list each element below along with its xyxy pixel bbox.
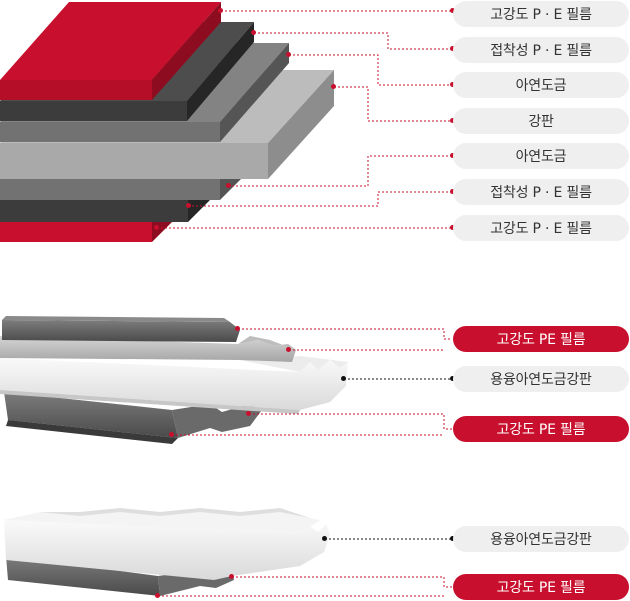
corrugated-sheet-single [4, 508, 330, 596]
leader-4 [334, 86, 452, 122]
layer-stack [0, 2, 334, 242]
anchor-dot [322, 536, 327, 541]
anchor-dot [226, 183, 231, 188]
anchor-dot [186, 203, 191, 208]
anchor-dot [450, 118, 455, 123]
corrugated-sheet-double [0, 316, 348, 444]
label-steel-plate: 강판 [453, 108, 629, 134]
label-hot-dip-galvanized-steel: 용융아연도금강판 [453, 366, 629, 392]
label-high-strength-pe-film-top: 고강도 P · E 필름 [453, 1, 629, 27]
anchor-dot [251, 30, 256, 35]
leader-5 [229, 155, 452, 187]
anchor-dot [169, 432, 174, 437]
anchor-dot [235, 326, 240, 331]
anchor-dot [154, 225, 159, 230]
anchor-dot [450, 82, 455, 87]
anchor-dot [286, 347, 291, 352]
anchor-dot [246, 411, 251, 416]
anchor-dot [341, 376, 346, 381]
anchor-dot [286, 52, 291, 57]
label-high-strength-pe-film-upper: 고강도 PE 필름 [453, 326, 629, 352]
anchor-dot [450, 46, 455, 51]
anchor-dot [229, 574, 234, 579]
leader-lines [157, 10, 452, 597]
leader-14 [232, 576, 452, 588]
label-adhesive-pe-film-top: 접착성 P · E 필름 [453, 37, 629, 63]
layer-top-pe-film [0, 2, 221, 100]
anchor-dot [450, 153, 455, 158]
label-zinc-plating-top: 아연도금 [453, 72, 629, 98]
leader-8 [238, 328, 452, 340]
leader-11 [249, 413, 452, 430]
label-hot-dip-galvanized-steel-single: 용융아연도금강판 [453, 526, 629, 552]
leader-2 [254, 32, 452, 50]
anchor-dot [155, 593, 160, 598]
anchor-dot [331, 84, 336, 89]
label-adhesive-pe-film-bottom: 접착성 P · E 필름 [453, 179, 629, 205]
leader-6 [189, 191, 452, 207]
label-high-strength-pe-film-single: 고강도 PE 필름 [453, 574, 629, 600]
anchor-dot [218, 8, 223, 13]
anchor-dot [450, 8, 455, 13]
label-high-strength-pe-film-bottom: 고강도 P · E 필름 [453, 215, 629, 241]
anchor-dot [450, 225, 455, 230]
anchor-dot [450, 189, 455, 194]
label-high-strength-pe-film-lower: 고강도 PE 필름 [453, 416, 629, 442]
label-zinc-plating-bottom: 아연도금 [453, 143, 629, 169]
leader-3 [289, 54, 452, 86]
anchor-dot [450, 536, 455, 541]
anchor-dot [450, 376, 455, 381]
